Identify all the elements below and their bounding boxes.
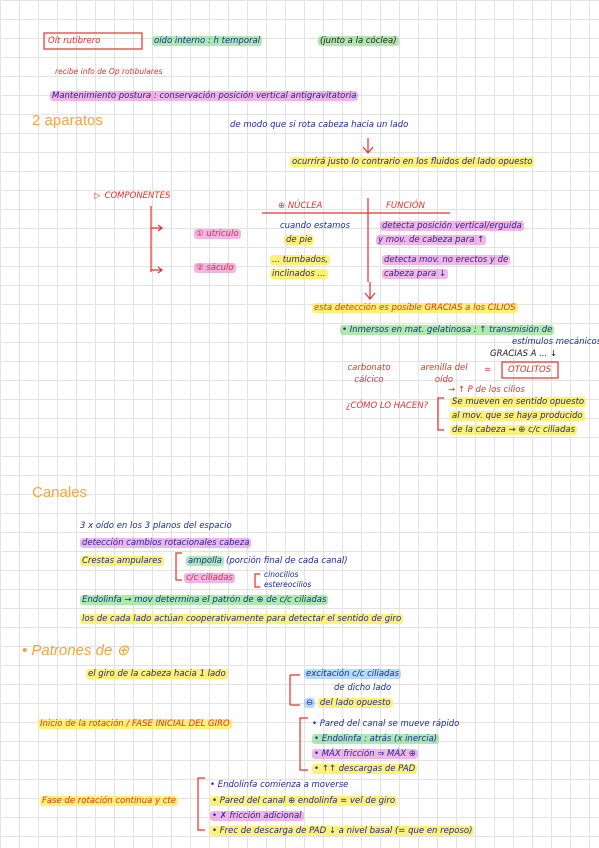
patrones-l1a: excitación c/c ciliadas xyxy=(304,669,402,679)
fase2-label: Fase de rotación continua y cte xyxy=(40,796,178,806)
como-c: de la cabeza → ⊕ c/c ciliadas xyxy=(450,425,578,435)
heading-canales: Canales xyxy=(32,484,88,501)
fase1-c: • MÁX fricción ⇒ MÁX ⊕ xyxy=(312,749,418,759)
fase1-d: • ↑↑ descargas de PAD xyxy=(312,764,418,774)
como-a: Se mueven en sentido opuesto xyxy=(450,397,587,407)
canales-l6: los de cada lado actúan cooperativamente… xyxy=(80,614,404,624)
equals-sign: = xyxy=(484,365,492,375)
cilios-line2: • Inmersos en mat. gelatinosa : ↑ transm… xyxy=(340,325,555,335)
canales-l2: detección cambios rotacionales cabeza xyxy=(80,538,252,548)
canales-l3a: Crestas ampulares xyxy=(80,556,164,566)
carbonato-label: carbonato cálcico xyxy=(347,363,391,385)
arenilla-label: arenilla del oído xyxy=(420,363,468,385)
cilios-line1: esta detección es posible GRACIAS a los … xyxy=(312,303,518,313)
otolitos-label: OTOLITOS xyxy=(508,365,552,375)
row1-col1a: cuando estamos xyxy=(280,221,351,231)
canales-l1: 3 x oído en los 3 planos del espacio xyxy=(80,521,232,531)
heading-aparatos: 2 aparatos xyxy=(32,112,103,129)
saculo-label: ② sáculo xyxy=(194,263,236,273)
row2-col1a: ... tumbados, xyxy=(270,255,331,265)
canales-l5: Endolinfa → mov determina el patrón de ⊕… xyxy=(80,595,329,605)
header-title-rest: oído interno : h temporal xyxy=(152,36,263,46)
cilios-line3: estímulos mecánicos xyxy=(512,337,599,347)
patrones-l1: el giro de la cabeza hacia 1 lado xyxy=(86,669,228,679)
canales-l4c: estereocilios xyxy=(264,580,312,589)
header-sub-note: recibe info de Op rotibulares xyxy=(55,67,163,76)
row1-col1b: de pie xyxy=(284,235,315,245)
canales-l3b: ampolla xyxy=(186,556,225,566)
componentes-label: ▷COMPONENTES xyxy=(94,191,171,201)
table-head-nucleo: ⊕ NÚCLEA xyxy=(278,201,323,211)
row1-col2b: y mov. de cabeza para ↑ xyxy=(376,235,487,245)
header-title-box: Oít rutibrero xyxy=(48,36,101,46)
canales-l4b: cinocilios xyxy=(264,570,299,579)
patrones-l1b: de dicho lado xyxy=(334,683,392,693)
row1-col2a: detecta posición vertical/erguida xyxy=(380,221,524,231)
tp-label: → ↑ P de los cilios xyxy=(448,385,525,395)
fase2-c: • ✗ fricción adicional xyxy=(210,811,304,821)
como-question: ¿CÓMO LO HACEN? xyxy=(346,401,429,411)
fase1-b: • Endolinfa : atrás (x inercia) xyxy=(312,734,440,744)
utriculo-label: ① utrículo xyxy=(194,229,241,239)
gracias-label: GRACIAS A ... ↓ xyxy=(490,349,558,359)
fase2-d: • Frec de descarga de PAD ↓ a nivel basa… xyxy=(210,826,475,836)
fase1-a: • Pared del canal se mueve rápido xyxy=(312,719,460,729)
header-bullet: Mantenimiento postura : conservación pos… xyxy=(50,91,359,101)
como-b: al mov. que se haya producido xyxy=(450,411,585,421)
fase2-b: • Pared del canal ⊕ endolinfa = vel de g… xyxy=(210,796,398,806)
canales-l4a: c/c ciliadas xyxy=(184,573,235,583)
row2-col2a: detecta mov. no erectos y de xyxy=(382,255,511,265)
table-head-funcion: FUNCIÓN xyxy=(386,201,425,211)
patrones-l1c: ⊖ del lado opuesto xyxy=(304,698,393,708)
fase1-label: Inicio de la rotación / FASE INICIAL DEL… xyxy=(38,719,232,729)
aparatos-line1: de modo que si rota cabeza hacia un lado xyxy=(230,120,409,130)
row2-col2b: cabeza para ↓ xyxy=(382,269,449,279)
heading-patrones: • Patrones de ⊕ xyxy=(22,642,130,659)
aparatos-line2: ocurrirá justo lo contrario en los fluid… xyxy=(290,157,535,167)
header-title-note: (junto a la cóclea) xyxy=(318,36,399,46)
fase2-a: • Endolinfa comienza a moverse xyxy=(210,780,349,790)
canales-l3c: (porción final de cada canal) xyxy=(226,556,348,566)
row2-col1b: inclinados ... xyxy=(270,269,328,279)
